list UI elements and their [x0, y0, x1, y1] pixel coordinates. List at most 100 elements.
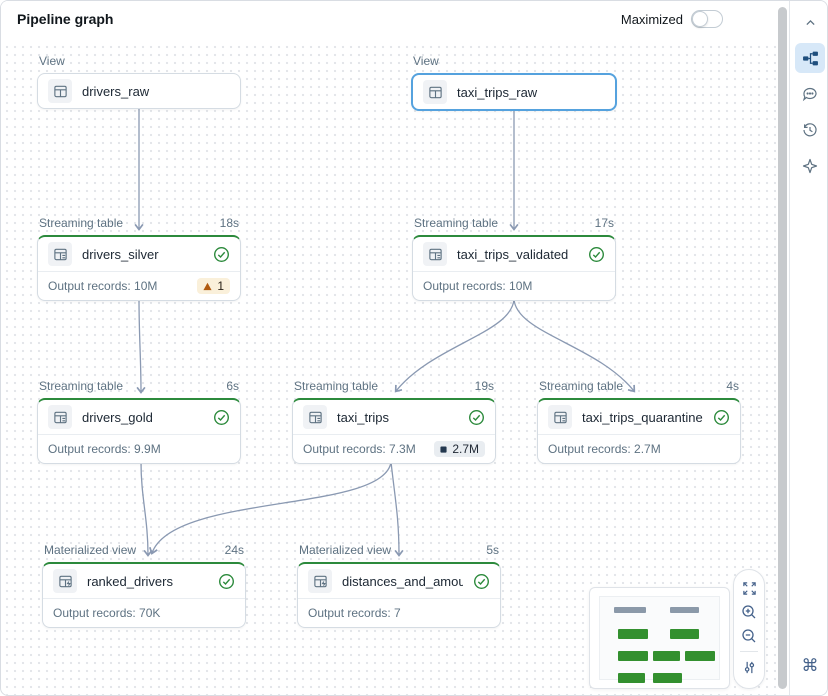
tab-pipeline-graph[interactable]	[795, 43, 825, 73]
success-check-icon	[713, 409, 730, 426]
node-title: ranked_drivers	[87, 573, 173, 589]
sparkle-icon	[802, 158, 818, 174]
graph-canvas[interactable]: View drivers_raw View taxi_trips_raw	[1, 1, 777, 695]
command-shortcut-icon[interactable]: ⌘	[801, 656, 819, 675]
node-type-label: View	[413, 54, 439, 68]
output-records: Output records: 10M	[48, 279, 158, 293]
node-title: drivers_silver	[82, 246, 159, 262]
history-clock-icon	[803, 123, 817, 137]
collapse-panel-button[interactable]	[795, 7, 825, 37]
node-title: drivers_raw	[82, 83, 150, 99]
zoom-in-icon	[742, 605, 756, 619]
output-records: Output records: 2.7M	[548, 442, 661, 456]
node-duration: 6s	[226, 379, 239, 393]
graph-controls	[733, 569, 765, 689]
node-distances-and-amounts[interactable]: Materialized view 5s distances_and_amoun…	[297, 543, 501, 628]
node-duration: 24s	[224, 543, 244, 557]
maximized-label: Maximized	[620, 11, 683, 27]
node-drivers-silver[interactable]: Streaming table 18s drivers_silver Outpu…	[37, 216, 241, 301]
minimap-node	[618, 673, 645, 683]
node-type-label: Streaming table	[539, 379, 624, 393]
node-title: taxi_trips_quarantine	[582, 409, 703, 425]
dropped-records-badge[interactable]: 2.7M	[434, 441, 485, 457]
zoom-in-button[interactable]	[737, 600, 761, 624]
node-type-label: View	[39, 54, 65, 68]
node-title: distances_and_amounts_b...	[342, 573, 463, 589]
expand-icon	[742, 581, 756, 595]
success-check-icon	[218, 573, 235, 590]
scrollbar-thumb[interactable]	[778, 7, 787, 689]
output-records: Output records: 10M	[423, 279, 533, 293]
node-type-label: Streaming table	[39, 379, 124, 393]
node-title: drivers_gold	[82, 409, 153, 425]
success-check-icon	[588, 246, 605, 263]
minimap-node	[685, 651, 715, 661]
zoom-out-icon	[742, 629, 756, 643]
streaming-table-icon	[303, 405, 327, 429]
streaming-table-icon	[423, 242, 447, 266]
streaming-table-icon	[548, 405, 572, 429]
node-drivers-raw[interactable]: View drivers_raw	[37, 54, 241, 109]
output-records: Output records: 7.3M	[303, 442, 416, 456]
minimap-node	[670, 629, 699, 639]
node-type-label: Streaming table	[39, 216, 124, 230]
view-table-icon	[48, 79, 72, 103]
streaming-table-icon	[48, 242, 72, 266]
right-sidebar: ⌘	[789, 1, 827, 695]
page-title: Pipeline graph	[17, 11, 114, 27]
node-taxi-trips-validated[interactable]: Streaming table 17s taxi_trips_validated…	[412, 216, 616, 301]
zoom-out-button[interactable]	[737, 624, 761, 648]
node-type-label: Streaming table	[294, 379, 379, 393]
minimap-node	[618, 629, 648, 639]
node-taxi-trips-raw[interactable]: View taxi_trips_raw	[411, 54, 617, 111]
tab-history[interactable]	[795, 115, 825, 145]
node-type-label: Materialized view	[299, 543, 392, 557]
minimap-node	[670, 607, 699, 613]
success-check-icon	[213, 246, 230, 263]
square-metric-icon	[440, 445, 447, 453]
maximized-toggle[interactable]	[691, 10, 723, 28]
tab-comments[interactable]	[795, 79, 825, 109]
node-duration: 5s	[486, 543, 499, 557]
warning-triangle-icon	[203, 282, 212, 290]
controls-divider	[740, 651, 758, 652]
edge-taxi-trips-to-ranked	[149, 461, 392, 555]
minimap-node	[614, 607, 646, 613]
output-records: Output records: 9.9M	[48, 442, 161, 456]
node-title: taxi_trips_validated	[457, 246, 569, 262]
node-taxi-trips-quarantine[interactable]: Streaming table 4s taxi_trips_quarantine…	[537, 379, 741, 464]
edge-validated-to-taxi-trips	[394, 298, 515, 393]
panel-header: Pipeline graph Maximized	[1, 1, 777, 39]
lineage-graph-icon	[802, 51, 818, 65]
output-records: Output records: 7	[308, 606, 401, 620]
vertical-scrollbar	[776, 1, 789, 695]
sliders-icon	[744, 661, 754, 673]
materialized-view-icon	[53, 569, 77, 593]
fit-to-screen-button[interactable]	[737, 576, 761, 600]
node-duration: 4s	[726, 379, 739, 393]
node-ranked-drivers[interactable]: Materialized view 24s ranked_drivers Out…	[42, 543, 246, 628]
node-title: taxi_trips_raw	[457, 84, 538, 100]
materialized-view-icon	[308, 569, 332, 593]
comment-bubble-icon	[802, 87, 817, 102]
graph-minimap[interactable]	[589, 587, 730, 689]
success-check-icon	[468, 409, 485, 426]
output-records: Output records: 70K	[53, 606, 161, 620]
streaming-table-icon	[48, 405, 72, 429]
node-type-label: Streaming table	[414, 216, 499, 230]
node-duration: 19s	[474, 379, 494, 393]
node-taxi-trips[interactable]: Streaming table 19s taxi_trips Output re…	[292, 379, 496, 464]
view-table-icon	[423, 80, 447, 104]
tab-assistant[interactable]	[795, 151, 825, 181]
node-title: taxi_trips	[337, 409, 390, 425]
expectation-warning-badge[interactable]: 1	[197, 278, 230, 294]
node-drivers-gold[interactable]: Streaming table 6s drivers_gold Output r…	[37, 379, 241, 464]
success-check-icon	[213, 409, 230, 426]
chevron-up-icon	[805, 19, 815, 25]
minimap-node	[653, 673, 682, 683]
node-duration: 18s	[219, 216, 239, 230]
graph-settings-button[interactable]	[737, 655, 761, 679]
node-duration: 17s	[594, 216, 614, 230]
edge-taxi-trips-to-distances	[390, 461, 404, 557]
